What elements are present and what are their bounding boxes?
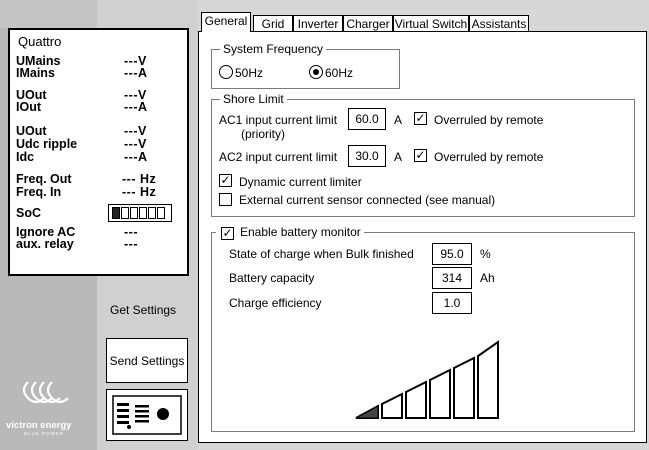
general-tab-panel: System Frequency 50Hz 60Hz Shore Limit A… (198, 31, 647, 443)
status-label-ignore-ac: Ignore AC (16, 225, 76, 239)
status-label-uout: UOut (16, 88, 47, 102)
status-label-udc-ripple: Udc ripple (16, 137, 78, 151)
charge-efficiency-label: Charge efficiency (229, 296, 322, 310)
status-value-idc: ---A (124, 150, 148, 164)
radio-60hz-label: 60Hz (325, 66, 354, 80)
get-settings-button[interactable]: Get Settings (110, 303, 177, 317)
battery-capacity-unit: Ah (480, 271, 495, 285)
status-value-imains: ---A (124, 66, 148, 80)
status-value-uout: ---V (124, 88, 147, 102)
device-icon[interactable] (106, 389, 188, 441)
victron-logo-icon (22, 381, 69, 404)
device-name: Quattro (18, 34, 62, 49)
status-value-ignore-ac: --- (124, 225, 138, 239)
status-value-iout: ---A (124, 100, 148, 114)
soc-bar (108, 204, 172, 222)
charge-level-icon (355, 340, 499, 419)
soc-segment (130, 207, 138, 219)
tab-charger[interactable]: Charger (343, 15, 393, 32)
ac1-overruled-checkbox[interactable]: ✓ (414, 111, 427, 125)
system-frequency-group: System Frequency 50Hz 60Hz (211, 42, 400, 89)
system-frequency-legend: System Frequency (220, 42, 327, 56)
soc-segment (139, 207, 147, 219)
status-label-idc: Idc (16, 150, 35, 164)
soc-segment (121, 207, 129, 219)
charge-efficiency-input[interactable]: 1.0 (432, 292, 472, 314)
soc-bulk-input[interactable]: 95.0 (432, 243, 472, 265)
tab-virtual-switch[interactable]: Virtual Switch (393, 15, 469, 32)
status-label-freq-out: Freq. Out (16, 172, 72, 186)
battery-monitor-checkbox[interactable]: ✓ (221, 226, 234, 240)
ac2-overruled-checkbox[interactable]: ✓ (414, 148, 427, 162)
status-value-uout-2: ---V (124, 124, 147, 138)
status-label-soc: SoC (16, 206, 41, 220)
logo-subtext: BLUE POWER (24, 431, 65, 436)
tab-inverter[interactable]: Inverter (293, 15, 343, 32)
ac2-unit: A (394, 150, 403, 164)
status-label-uout-2: UOut (16, 124, 47, 138)
ac2-current-input[interactable]: 30.0 (348, 145, 386, 167)
left-panel-shade-top (0, 0, 97, 28)
ac1-label: AC1 input current limit (219, 113, 338, 127)
battery-monitor-legend: Enable battery monitor (216, 225, 364, 239)
status-value-udc-ripple: ---V (124, 137, 147, 151)
shore-limit-legend: Shore Limit (220, 92, 287, 106)
battery-capacity-label: Battery capacity (229, 271, 315, 285)
soc-segment (157, 207, 165, 219)
external-sensor-label: External current sensor connected (see m… (239, 193, 496, 207)
ac2-label: AC2 input current limit (219, 150, 338, 164)
status-label-aux-relay: aux. relay (16, 237, 74, 251)
soc-bulk-label: State of charge when Bulk finished (229, 247, 414, 261)
status-label-freq-in: Freq. In (16, 185, 62, 199)
ac2-overruled-label: Overruled by remote (434, 150, 544, 164)
external-sensor-checkbox[interactable] (219, 193, 232, 206)
dynamic-limiter-label: Dynamic current limiter (239, 175, 362, 189)
status-value-umains: ---V (124, 54, 147, 68)
ac1-unit: A (394, 113, 403, 127)
status-label-iout: IOut (16, 100, 41, 114)
tab-assistants[interactable]: Assistants (469, 15, 529, 32)
send-settings-button[interactable]: Send Settings (106, 338, 188, 383)
status-value-aux-relay: --- (124, 237, 138, 251)
status-value-freq-in: --- Hz (122, 185, 157, 199)
logo-text: victron energy (6, 420, 72, 431)
battery-capacity-input[interactable]: 314 (432, 267, 472, 289)
status-box: Quattro UMains ---V IMains ---A UOut ---… (8, 28, 189, 276)
soc-segment (148, 207, 156, 219)
status-label-umains: UMains (16, 54, 61, 68)
dynamic-limiter-checkbox[interactable]: ✓ (219, 173, 232, 187)
shore-limit-group: Shore Limit AC1 input current limit (pri… (211, 92, 635, 217)
radio-50hz[interactable] (219, 65, 233, 79)
status-label-imains: IMains (16, 66, 55, 80)
soc-bulk-unit: % (480, 247, 491, 261)
status-value-freq-out: --- Hz (122, 172, 157, 186)
ac1-overruled-label: Overruled by remote (434, 113, 544, 127)
radio-50hz-label: 50Hz (235, 66, 264, 80)
soc-segment (112, 207, 120, 219)
tab-general[interactable]: General (201, 12, 251, 32)
tab-grid[interactable]: Grid (253, 15, 293, 32)
ac1-current-input[interactable]: 60.0 (348, 108, 386, 130)
battery-monitor-group: Enable battery monitor ✓ State of charge… (211, 225, 635, 432)
ac1-sublabel: (priority) (241, 127, 285, 141)
radio-60hz[interactable] (309, 65, 323, 79)
